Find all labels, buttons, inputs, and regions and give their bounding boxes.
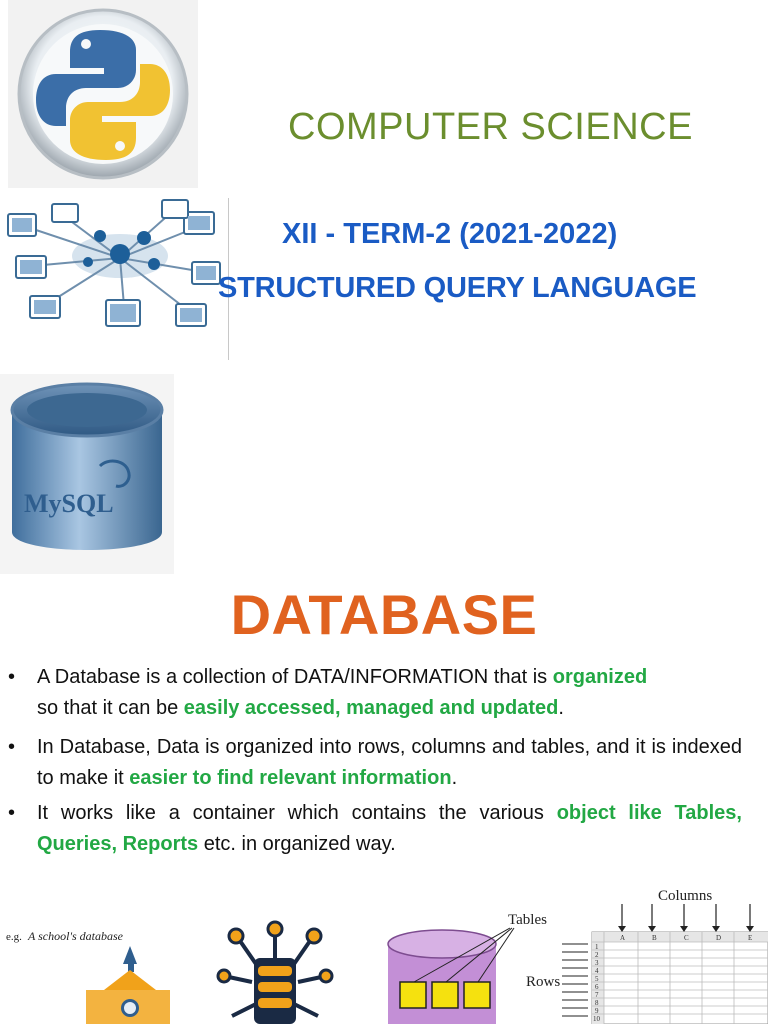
tables-label: Tables bbox=[508, 912, 547, 928]
section-heading: DATABASE bbox=[230, 583, 538, 646]
bullet-highlight: organized bbox=[552, 666, 648, 688]
mysql-logo: MySQL bbox=[0, 374, 174, 574]
bullet-text: A Database is a collection of DATA/INFOR… bbox=[37, 666, 553, 688]
columns-label: Columns bbox=[658, 888, 712, 904]
row-number: 7 bbox=[595, 991, 599, 999]
bullet-text: . bbox=[451, 767, 458, 789]
row-number: 8 bbox=[595, 999, 599, 1007]
school-database-illustration: e.g. A school's database bbox=[0, 924, 174, 1029]
bullet-icon: • bbox=[8, 666, 16, 688]
row-number: 6 bbox=[595, 983, 599, 991]
school-caption: A school's database bbox=[27, 929, 124, 943]
row-number: 2 bbox=[595, 951, 599, 959]
page-title: COMPUTER SCIENCE bbox=[288, 106, 693, 148]
database-hub-icon bbox=[216, 920, 334, 1024]
column-letter: A bbox=[620, 934, 625, 942]
column-letter: B bbox=[652, 934, 657, 942]
bullet-text: It works like a container which contains… bbox=[37, 802, 557, 824]
topic-subtitle: STRUCTURED QUERY LANGUAGE bbox=[218, 272, 697, 304]
bullet-text: etc. in organized way. bbox=[198, 833, 396, 855]
bullet-highlight: object like Tables, Queries, Reports bbox=[37, 802, 742, 855]
row-number: 1 bbox=[595, 943, 599, 951]
column-letter: D bbox=[716, 934, 721, 942]
rows-label: Rows bbox=[526, 974, 560, 990]
bullet-text: . bbox=[558, 697, 564, 719]
python-logo bbox=[8, 0, 198, 188]
bullet-highlight: easier to find relevant information bbox=[129, 767, 452, 789]
network-illustration bbox=[4, 196, 226, 362]
divider bbox=[228, 198, 229, 360]
bullet-icon: • bbox=[8, 736, 16, 758]
mysql-text: MySQL bbox=[24, 489, 114, 518]
row-number: 5 bbox=[595, 975, 599, 983]
row-number: 10 bbox=[593, 1015, 601, 1023]
column-letter: C bbox=[684, 934, 689, 942]
row-number: 4 bbox=[595, 967, 599, 975]
bullet-icon: • bbox=[8, 802, 16, 824]
table-structure-diagram: Columns Tables Rows bbox=[384, 880, 768, 1025]
school-caption-prefix: e.g. bbox=[6, 931, 22, 943]
row-number: 3 bbox=[595, 959, 599, 967]
bullet-highlight: easily accessed, managed and updated bbox=[183, 697, 559, 719]
bullet-text: In Database, Data is organized into rows… bbox=[37, 736, 742, 789]
row-number: 9 bbox=[595, 1007, 599, 1015]
term-subtitle: XII - TERM-2 (2021-2022) bbox=[282, 218, 618, 250]
bullet-text: so that it can be bbox=[37, 697, 184, 719]
column-letter: E bbox=[748, 934, 752, 942]
